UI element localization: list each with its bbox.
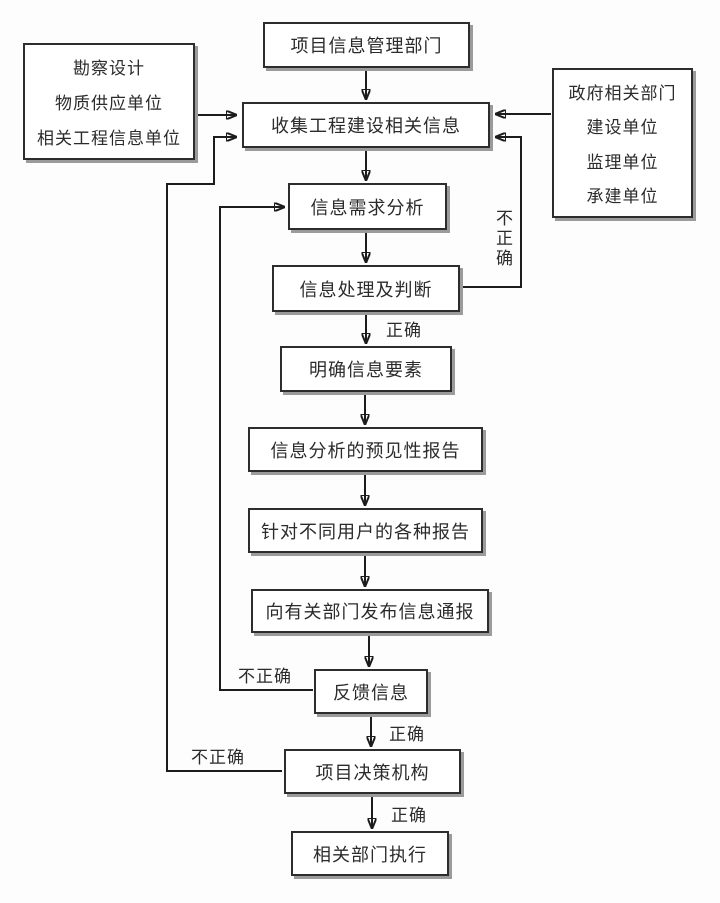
node-label: 明确信息要素	[309, 360, 423, 380]
node-left-sources: 勘察设计 物质供应单位 相关工程信息单位	[23, 43, 195, 160]
node-label: 信息需求分析	[310, 197, 425, 218]
source-line: 物质供应单位	[55, 94, 163, 113]
edge-decision-incorrect-to-collect	[166, 137, 282, 772]
node-project-info-dept: 项目信息管理部门	[263, 22, 470, 68]
node-feedback-info: 反馈信息	[314, 669, 428, 714]
node-label: 相关部门执行	[313, 844, 427, 865]
node-label: 信息分析的预见性报告	[270, 440, 461, 461]
node-dept-execute: 相关部门执行	[291, 831, 449, 876]
node-user-reports: 针对不同用户的各种报告	[248, 508, 483, 553]
source-line: 相关工程信息单位	[37, 129, 181, 148]
edge-label-process-incorrect: 不正确	[493, 209, 512, 269]
edge-feedback-incorrect-to-demand	[219, 207, 313, 691]
node-publish-notice: 向有关部门发布信息通报	[251, 589, 489, 633]
source-line: 勘察设计	[73, 59, 145, 78]
source-line: 承建单位	[586, 187, 659, 207]
edge-process-incorrect-to-collect	[462, 137, 522, 288]
node-label: 反馈信息	[333, 682, 409, 703]
node-label: 项目信息管理部门	[290, 36, 443, 56]
node-demand-analysis: 信息需求分析	[288, 183, 447, 230]
node-label: 收集工程建设相关信息	[271, 116, 461, 136]
node-clarify-elements: 明确信息要素	[280, 346, 452, 392]
node-decision-body: 项目决策机构	[284, 749, 461, 794]
edge-label-feedback-incorrect: 不正确	[238, 667, 292, 686]
edge-label-process-correct: 正确	[386, 321, 422, 340]
node-label: 项目决策机构	[315, 762, 430, 783]
edge-label-feedback-correct: 正确	[389, 725, 425, 744]
node-foresight-report: 信息分析的预见性报告	[248, 427, 483, 472]
source-line: 政府相关部门	[568, 83, 677, 103]
edge-label-decision-incorrect: 不正确	[191, 748, 245, 767]
node-process-judge: 信息处理及判断	[272, 265, 460, 312]
node-collect-info: 收集工程建设相关信息	[242, 102, 490, 148]
source-line: 建设单位	[586, 118, 659, 138]
node-label: 针对不同用户的各种报告	[261, 521, 470, 542]
edge-label-decision-correct: 正确	[391, 806, 427, 825]
node-right-sources: 政府相关部门 建设单位 监理单位 承建单位	[552, 68, 693, 218]
node-label: 信息处理及判断	[299, 279, 433, 300]
source-line: 监理单位	[586, 152, 659, 172]
node-label: 向有关部门发布信息通报	[265, 602, 475, 622]
